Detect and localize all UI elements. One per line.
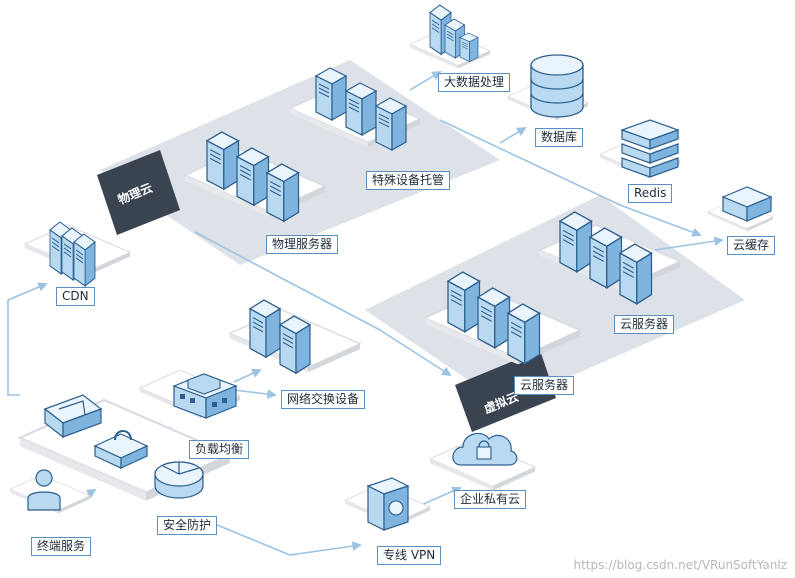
- terminal-service-label: 终端服务: [31, 537, 92, 556]
- security-shield-icon: [154, 461, 204, 499]
- terminal-user-icon: [27, 469, 61, 511]
- security-label: 安全防护: [157, 516, 218, 535]
- physical-cloud-tag: [97, 150, 180, 235]
- network-switch-servers-icon: [249, 299, 311, 374]
- virtual-cloud-zone: [365, 195, 745, 432]
- cloud-server-left-label: 云服务器: [514, 376, 575, 395]
- redis-icon: [620, 119, 680, 178]
- cloud-cache-icon: [721, 186, 773, 222]
- cloud-server-right-label: 云服务器: [614, 315, 675, 334]
- network-switch-label: 网络交换设备: [281, 390, 366, 409]
- private-cloud-label: 企业私有云: [454, 490, 527, 509]
- private-cloud-icon: [452, 432, 518, 466]
- load-balance-label: 负载均衡: [189, 440, 250, 459]
- cloud-cache-label: 云缓存: [727, 236, 776, 255]
- redis-label: Redis: [628, 184, 673, 203]
- load-balance-icon: [172, 373, 238, 419]
- physical-server-label: 物理服务器: [266, 235, 339, 254]
- database-label: 数据库: [535, 128, 584, 147]
- vpn-label: 专线 VPN: [377, 546, 442, 565]
- floor-shield-icon: [43, 394, 103, 439]
- bigdata-label: 大数据处理: [438, 73, 511, 92]
- virtual-cloud-tag: [455, 350, 556, 432]
- vpn-globe-icon: [366, 477, 410, 531]
- cdn-label: CDN: [56, 287, 95, 306]
- cdn-icon: [49, 221, 96, 287]
- database-icon: [530, 54, 584, 118]
- watermark: https://blog.csdn.net/VRunSoftYanlz: [573, 558, 787, 572]
- lock-icon: [93, 430, 149, 469]
- special-hosting-label: 特殊设备托管: [366, 171, 451, 190]
